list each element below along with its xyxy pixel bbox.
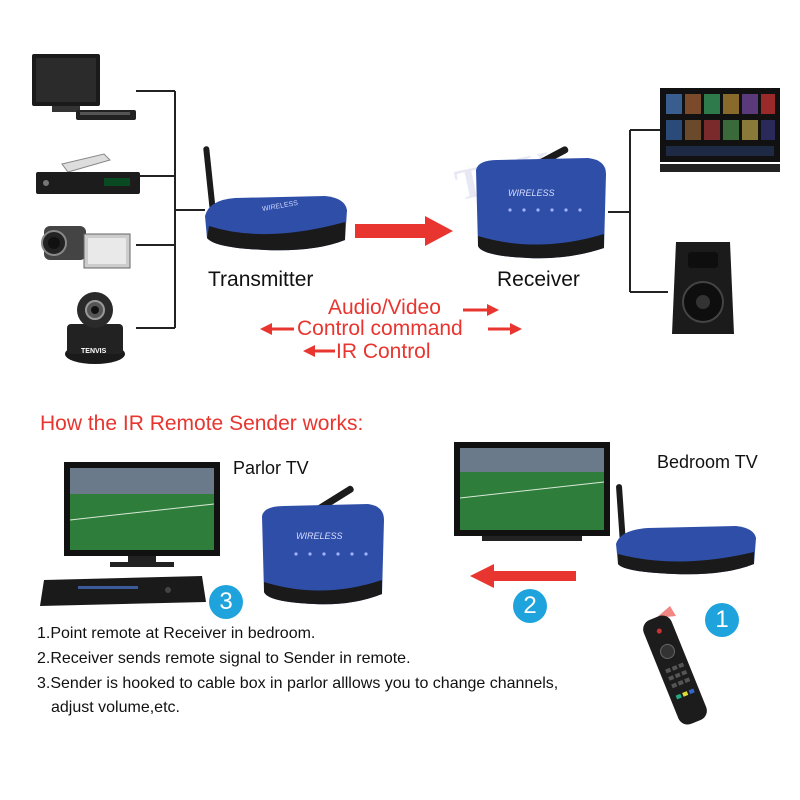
step-text-2: 2.Receiver sends remote signal to Sender… (37, 650, 411, 667)
ip-camera-icon (65, 292, 125, 364)
step-text-3-continued: adjust volume,etc. (51, 699, 180, 716)
transmit-arrow-icon (355, 216, 453, 246)
step-text-3: 3.Sender is hooked to cable box in parlo… (37, 675, 559, 692)
bedroom-tv-icon (454, 442, 610, 541)
receiver-label: Receiver (497, 268, 580, 291)
speaker-icon (672, 242, 734, 334)
step-badge-1: 1 (705, 603, 739, 637)
step-badge-3: 3 (209, 585, 243, 619)
blu-ray-player-icon (40, 576, 206, 606)
camera-brand-label: TENVIS (81, 348, 107, 355)
parlor-tv-icon (64, 462, 220, 567)
bedroom-receiver-icon (616, 484, 756, 575)
signal-label-ir-control: IR Control (336, 340, 431, 363)
signal-label-audio-video: Audio/Video (328, 296, 441, 319)
set-top-box-icon (36, 153, 140, 194)
control-command-right-arrow-icon (488, 323, 522, 335)
parlor-tv-label: Parlor TV (233, 458, 309, 478)
relay-arrow-icon (470, 564, 576, 588)
section-heading: How the IR Remote Sender works: (40, 412, 364, 435)
camcorder-icon (41, 226, 131, 269)
step-text-1: 1.Point remote at Receiver in bedroom. (37, 625, 316, 642)
sender-device-badge: WIRELESS (296, 531, 343, 541)
remote-control-icon (643, 606, 707, 725)
step-badge-2: 2 (513, 589, 547, 623)
control-command-left-arrow-icon (260, 323, 294, 335)
signal-label-control-command: Control command (297, 317, 463, 340)
sender-device-icon (262, 485, 384, 605)
audio-video-arrow-icon (463, 304, 499, 316)
receiver-device-icon (476, 146, 606, 259)
bedroom-tv-label: Bedroom TV (657, 452, 758, 472)
flatscreen-tv-icon (32, 54, 136, 120)
transmitter-device-icon (203, 146, 347, 251)
monitor-tv-icon (660, 88, 780, 172)
receiver-device-badge: WIRELESS (508, 188, 555, 198)
transmitter-label: Transmitter (208, 268, 314, 291)
ir-control-arrow-icon (303, 345, 335, 357)
